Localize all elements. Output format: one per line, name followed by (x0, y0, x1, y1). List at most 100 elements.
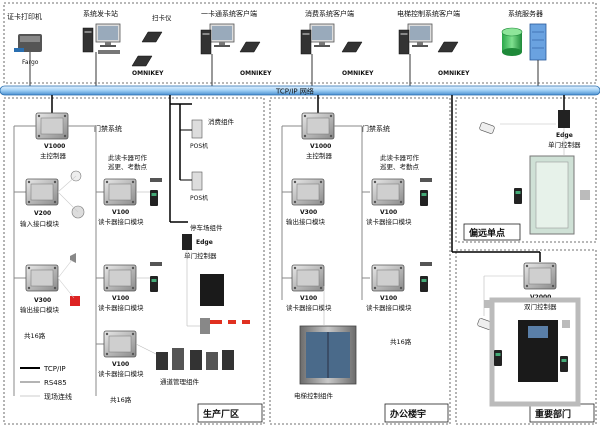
tcpip-network-label: TCP/IP 网络 (275, 87, 314, 96)
factory-v1000-controller-icon (35, 112, 69, 140)
top-device-drops (29, 52, 539, 86)
elevator-tower-icon (398, 29, 410, 55)
office-v1000-name: 主控制器 (306, 151, 333, 160)
office-elevator-label: 电梯控制组件 (294, 391, 334, 400)
double-door-frame-icon (489, 297, 581, 407)
card-printer-icon (14, 34, 42, 52)
consumption-monitor-icon (309, 23, 335, 48)
factory-channel-label: 通道管理组件 (160, 377, 200, 386)
office-v100-model-2: V100 (300, 295, 317, 302)
office-rs485-lines (281, 125, 370, 300)
omnikey-label-4: OMNIKEY (438, 70, 470, 77)
factory-v300-model: V300 (34, 297, 51, 304)
pos-label-2: POS机 (190, 194, 208, 202)
factory-v100-model-1: V100 (112, 209, 129, 216)
scanner-label: 扫卡仪 (152, 13, 172, 22)
legend-field-label: 现场连线 (44, 392, 72, 401)
important-v2000-controller-icon (523, 262, 557, 290)
remote-edge-name: 单门控制器 (548, 140, 581, 149)
scanner-icon (141, 31, 163, 43)
important-v2000-name: 双门控制器 (524, 302, 557, 311)
important-exit-button-icon-1 (484, 300, 492, 308)
pos-terminal-icon-2 (191, 171, 203, 191)
factory-lock-icon-1 (150, 178, 162, 182)
office-v300-model: V300 (300, 209, 317, 216)
one-card-client-label: 一卡通系统客户端 (201, 9, 257, 18)
office-total-16: 共16路 (390, 337, 412, 346)
factory-v300-module-icon (25, 264, 59, 292)
factory-v200-model: V200 (34, 210, 51, 217)
important-area (455, 249, 597, 425)
legend-tcpip-label: TCP/IP (43, 365, 66, 373)
factory-area (3, 97, 265, 425)
omnikey-label-2: OMNIKEY (240, 70, 272, 77)
office-area-tag (384, 403, 449, 423)
turnstile-gates-icon (156, 348, 234, 370)
factory-edge-model: Edge (196, 239, 213, 246)
remote-area-label: 偏远单点 (469, 227, 505, 239)
elevator-client-label: 电梯控制系统客户端 (397, 9, 460, 18)
office-v100-name-1: 读卡器接口模块 (366, 217, 412, 226)
office-v100-model-3: V100 (380, 295, 397, 302)
omnikey-reader-icon-1 (131, 55, 153, 67)
office-v100-module-icon-2 (291, 264, 325, 292)
elevator-icon (299, 325, 357, 385)
office-lock-icon-1 (420, 178, 432, 182)
important-exit-button-icon-2 (562, 320, 570, 328)
factory-v1000-model: V1000 (44, 143, 65, 150)
factory-reader-note-line1: 此读卡器可作 (108, 153, 148, 162)
factory-v100-model-2: V100 (112, 295, 129, 302)
factory-v100-name-3: 读卡器接口模块 (98, 369, 144, 378)
factory-consumption-label: 消费组件 (208, 117, 235, 126)
office-v1000-model: V1000 (310, 143, 331, 150)
factory-v200-module-icon (25, 178, 59, 206)
factory-parking-label: 停车场组件 (190, 223, 223, 232)
pos-terminal-icon-1 (191, 119, 203, 139)
factory-v100-module-icon-3 (103, 330, 137, 358)
factory-v100-name-2: 读卡器接口模块 (98, 303, 144, 312)
factory-door-system-label: 门禁系统 (94, 124, 122, 133)
factory-tcpip-lines (51, 95, 192, 223)
office-v100-model-1: V100 (380, 209, 397, 216)
remote-area-tag (463, 223, 521, 241)
omnikey-reader-icon-4 (437, 41, 459, 53)
tcpip-network-bus (0, 85, 600, 96)
factory-v100-module-icon-1 (103, 178, 137, 206)
factory-v300-name: 输出接口模块 (20, 305, 60, 314)
factory-card-reader-icon-2 (150, 276, 158, 292)
remote-area (455, 97, 597, 243)
pos-label-1: POS机 (190, 142, 208, 150)
factory-v100-name-1: 读卡器接口模块 (98, 217, 144, 226)
remote-card-reader-icon (514, 188, 522, 204)
office-v300-module-icon (291, 178, 325, 206)
office-door-system-label: 门禁系统 (362, 124, 390, 133)
remote-exit-button-icon (580, 190, 590, 200)
office-v100-module-icon-3 (371, 264, 405, 292)
top-station-area (3, 2, 597, 84)
factory-area-tag (197, 403, 263, 423)
office-lock-icon-2 (420, 262, 432, 266)
factory-edge-name: 单门控制器 (184, 251, 217, 260)
legend-rs485-label: RS485 (44, 379, 67, 387)
factory-right-total-16: 共16路 (110, 395, 132, 404)
database-icon (501, 27, 523, 56)
office-v100-module-icon-1 (371, 178, 405, 206)
office-v100-name-3: 读卡器接口模块 (366, 303, 412, 312)
alarm-light-icon (70, 296, 80, 306)
office-area-label: 办公楼宇 (390, 408, 426, 420)
factory-v100-model-3: V100 (112, 361, 129, 368)
issue-station-monitor-icon (95, 23, 121, 48)
omnikey-reader-icon-2 (239, 41, 261, 53)
card-printer-label: 证卡打印机 (7, 12, 42, 21)
office-v100-name-2: 读卡器接口模块 (286, 303, 332, 312)
factory-field-lines (135, 191, 161, 357)
factory-v1000-name: 主控制器 (40, 151, 67, 160)
factory-v200-name: 输入接口模块 (20, 219, 60, 228)
office-card-reader-icon-1 (420, 190, 428, 206)
issue-station-label: 系统发卡站 (83, 9, 118, 18)
server-label: 系统服务器 (508, 9, 543, 18)
important-card-reader-icon-1 (494, 350, 502, 366)
factory-left-total-16: 共16路 (24, 331, 46, 340)
